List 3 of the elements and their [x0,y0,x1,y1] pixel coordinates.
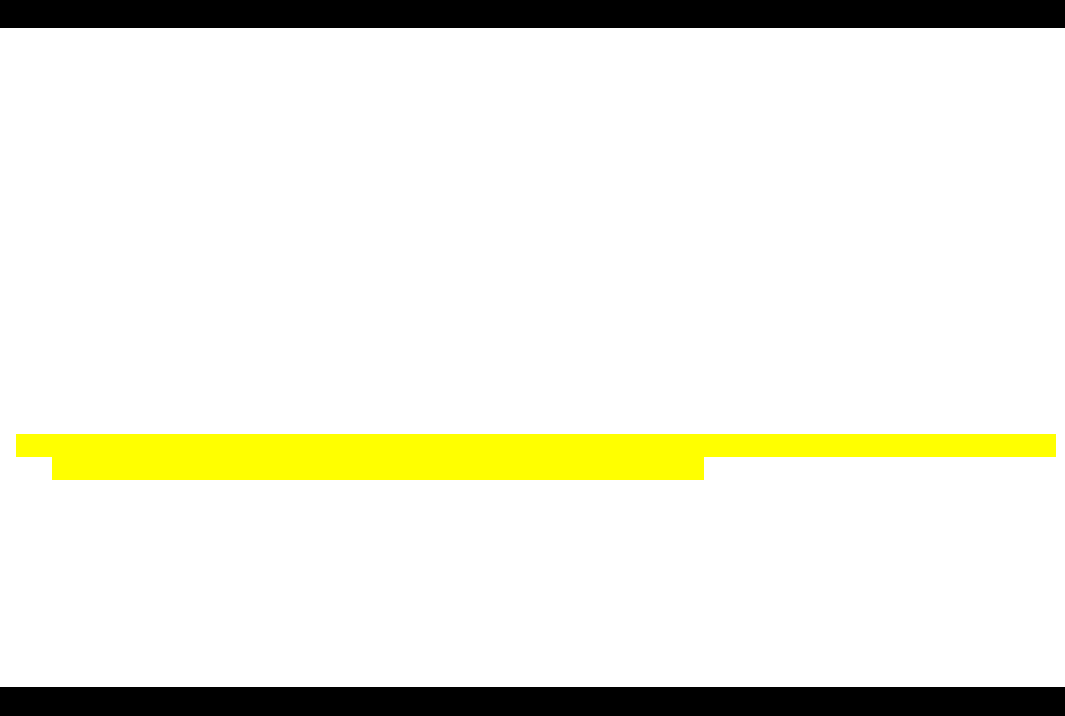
bottom-bar [0,687,1065,716]
highlight-band [16,434,1056,480]
top-bar [0,0,1065,28]
